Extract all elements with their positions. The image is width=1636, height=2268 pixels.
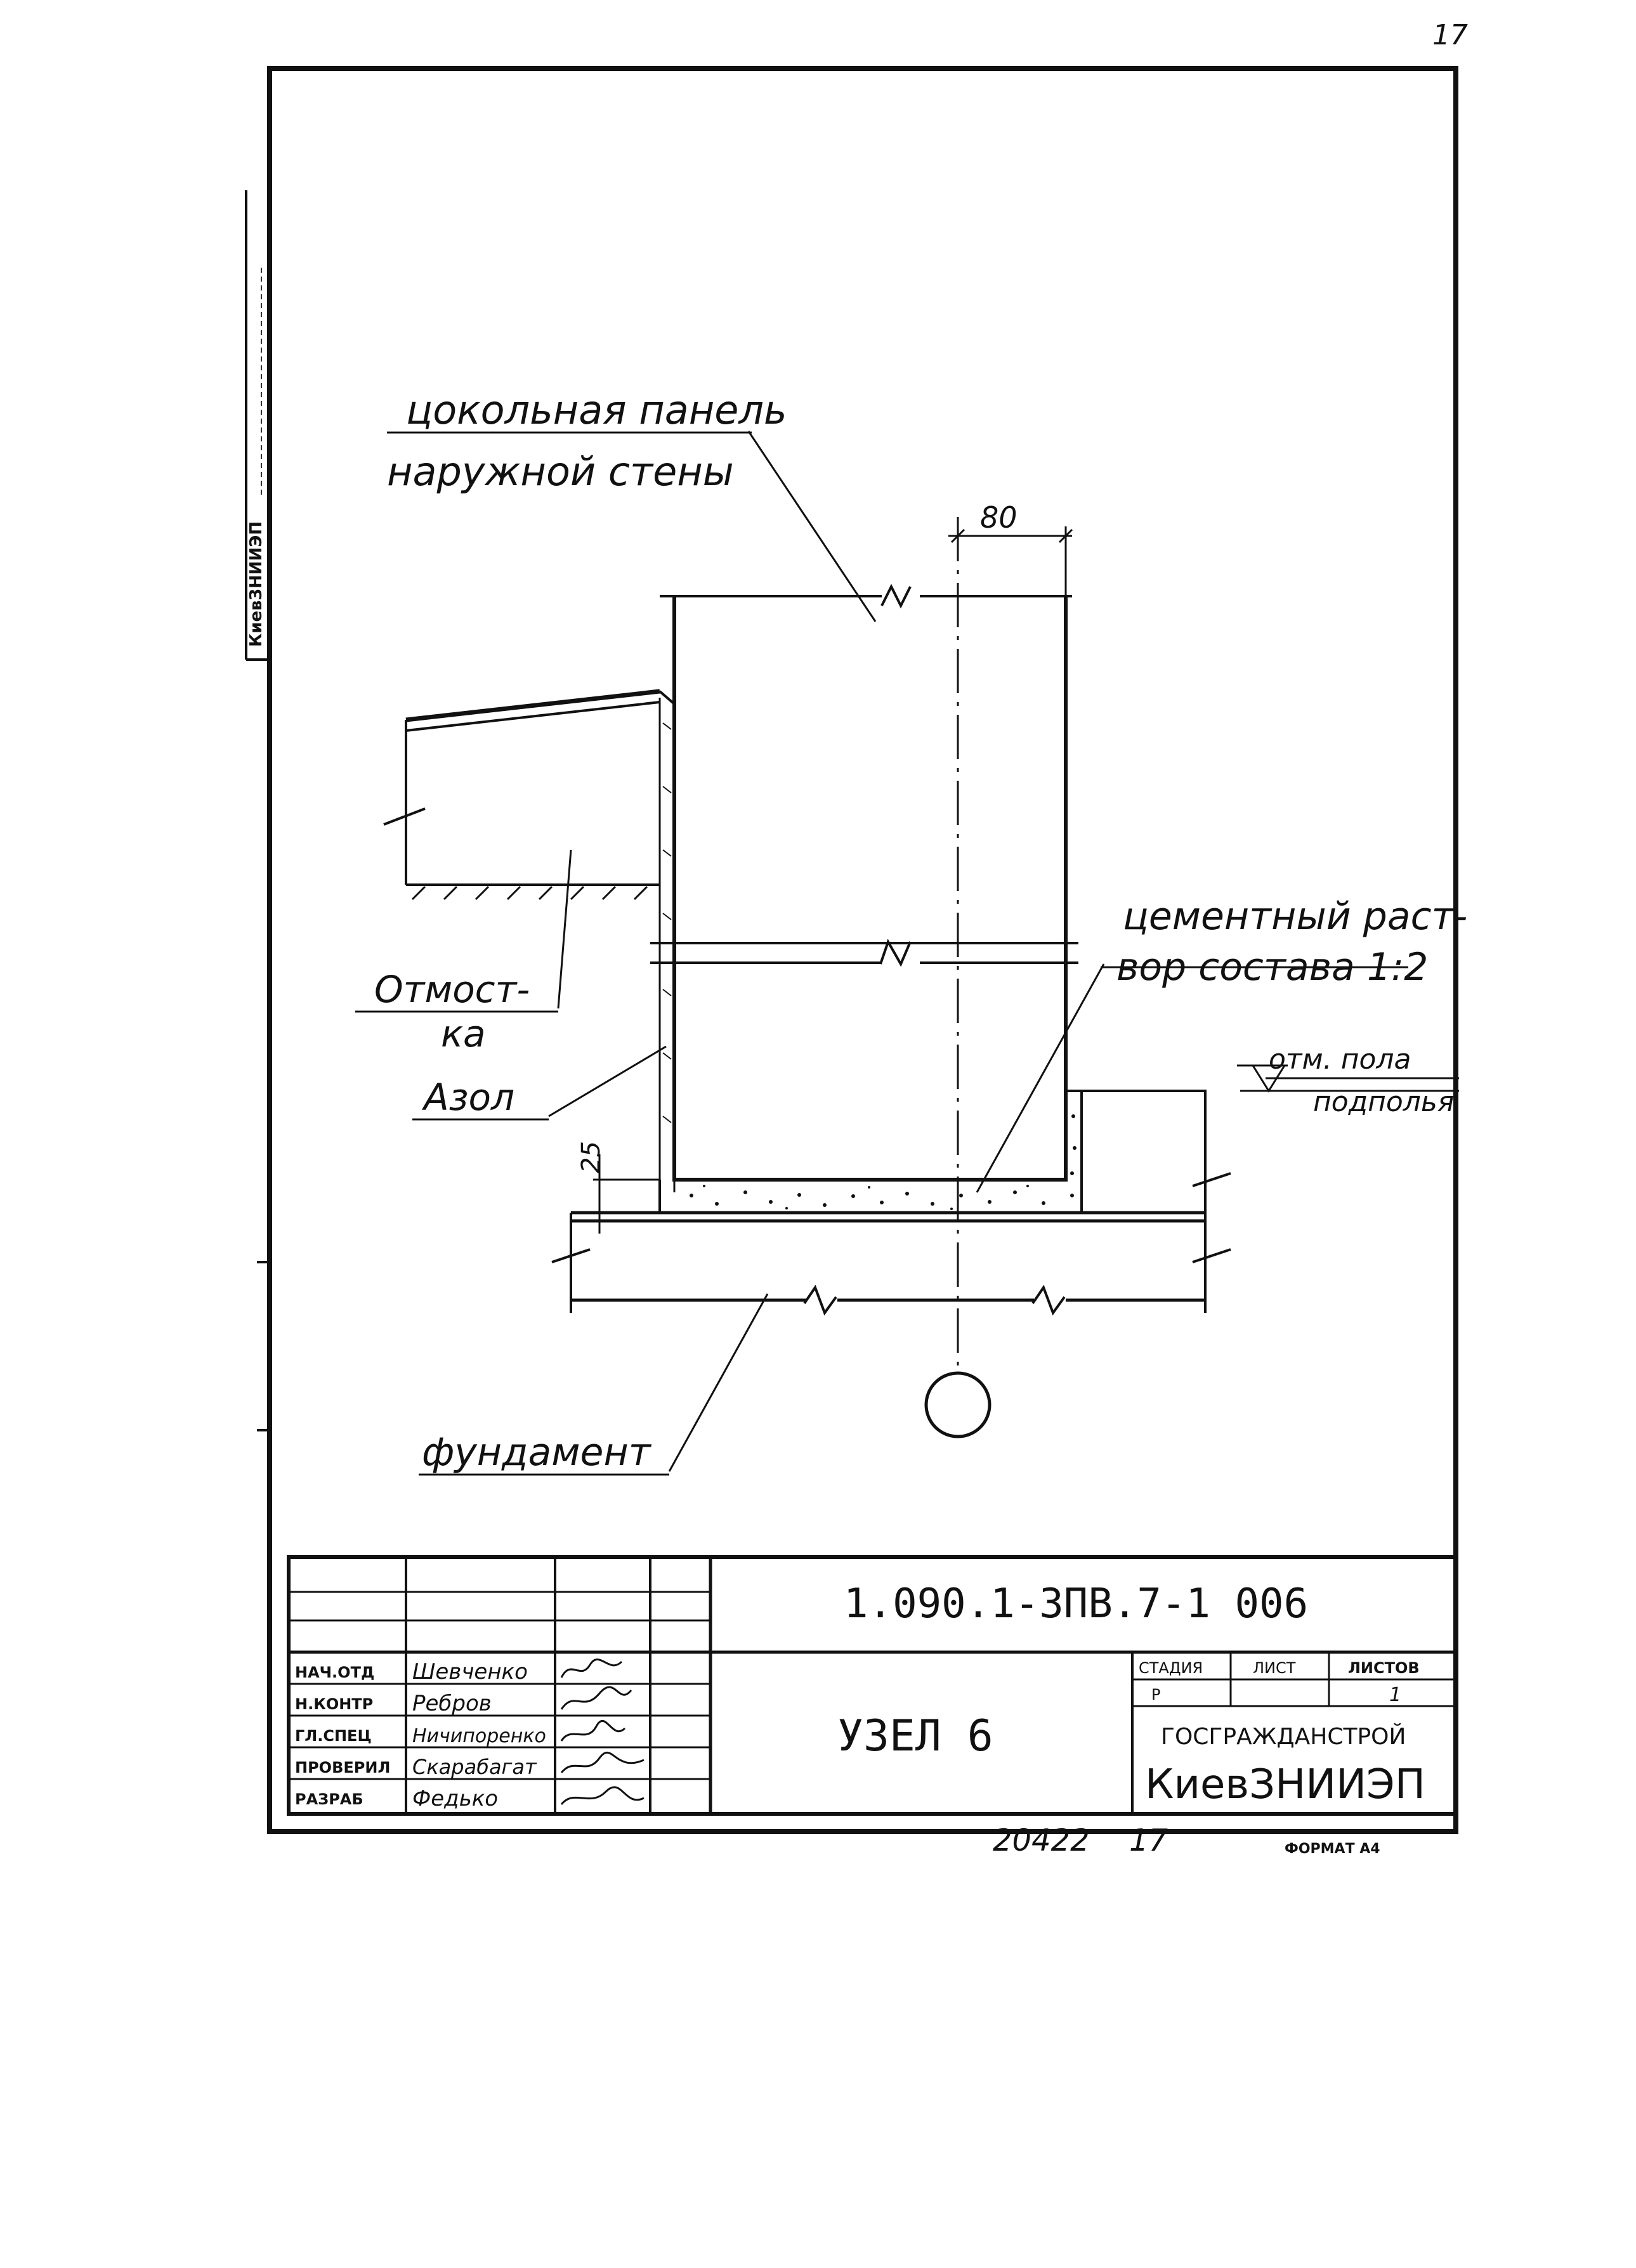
- sheet-title: УЗЕЛ 6: [837, 1711, 993, 1761]
- footer-sheet-number: 17: [1129, 1823, 1168, 1858]
- format-label: ФОРМАТ А4: [1285, 1841, 1380, 1857]
- name-developed: Федько: [412, 1786, 498, 1811]
- org-line2: КиевЗНИИЭП: [1145, 1761, 1425, 1808]
- basement-floor: [1082, 1090, 1207, 1213]
- drawing-designation: 1.090.1-3ПВ.7-1 006: [844, 1580, 1308, 1627]
- org-line1: ГОСГРАЖДАНСТРОЙ: [1161, 1723, 1406, 1750]
- apron: [383, 689, 676, 901]
- role-developed: РАЗРАБ: [295, 1790, 363, 1808]
- floor-level-mark: [1237, 1064, 1459, 1093]
- sheets-value: 1: [1389, 1684, 1401, 1706]
- title-block: [287, 1555, 1458, 1816]
- name-checked: Скарабагат: [412, 1755, 537, 1779]
- label-foundation: фундамент: [422, 1430, 652, 1475]
- side-stamp: КиевЗНИИЭП: [245, 190, 270, 1431]
- role-chief-specialist: ГЛ.СПЕЦ: [295, 1727, 372, 1745]
- mortar-bed: [658, 1090, 1083, 1214]
- stage-header: СТАДИЯ: [1139, 1659, 1203, 1677]
- sheet-header: ЛИСТ: [1253, 1659, 1296, 1677]
- label-floor-line2: подполья: [1313, 1086, 1454, 1118]
- dimension-panel-width: [948, 526, 1073, 599]
- label-mortar-line1: цементный раст-: [1123, 894, 1467, 939]
- sheets-header: ЛИСТОВ: [1348, 1659, 1420, 1677]
- side-stamp-text: КиевЗНИИЭП: [247, 521, 266, 647]
- stage-value: Р: [1151, 1686, 1160, 1704]
- label-apron-line1: Отмост-: [374, 968, 530, 1011]
- name-chief-specialist: Ничипоренко: [412, 1725, 546, 1747]
- insulation-layer: [658, 698, 676, 1192]
- role-norm-control: Н.КОНТР: [295, 1695, 373, 1713]
- label-panel-line2: наружной стены: [387, 448, 734, 495]
- leader-mortar: [976, 963, 1105, 1193]
- dimension-mortar-text: 25: [577, 1141, 606, 1173]
- label-floor-line1: отм. пола: [1269, 1043, 1411, 1076]
- mortar-fill: [690, 1114, 1076, 1210]
- inventory-number: 20422: [993, 1823, 1090, 1858]
- label-apron-line2: ка: [441, 1012, 486, 1055]
- signatures: [560, 1659, 645, 1805]
- axis-marker: [924, 1371, 991, 1438]
- role-checked: ПРОВЕРИЛ: [295, 1759, 390, 1776]
- leader-panel: [747, 431, 877, 622]
- role-head-of-dept: НАЧ.ОТД: [295, 1664, 374, 1681]
- label-mortar-line2: вор состава 1:2: [1116, 945, 1428, 989]
- node-detail: [383, 431, 1459, 1472]
- foundation-slab: [551, 1172, 1231, 1316]
- leader-foundation: [668, 1293, 769, 1472]
- name-head-of-dept: Шевченко: [412, 1659, 528, 1685]
- dimension-panel-width-text: 80: [980, 500, 1018, 535]
- page-number: 17: [1432, 19, 1468, 51]
- leader-insulation: [548, 1045, 667, 1118]
- plinth-panel: [672, 596, 1068, 1182]
- label-insulation: Азол: [421, 1076, 514, 1119]
- dimension-mortar: [593, 1154, 660, 1234]
- name-norm-control: Ребров: [412, 1691, 492, 1716]
- label-panel-line1: цокольная панель: [406, 387, 787, 433]
- drawing-frame: [267, 66, 1458, 1834]
- leader-apron: [557, 849, 572, 1009]
